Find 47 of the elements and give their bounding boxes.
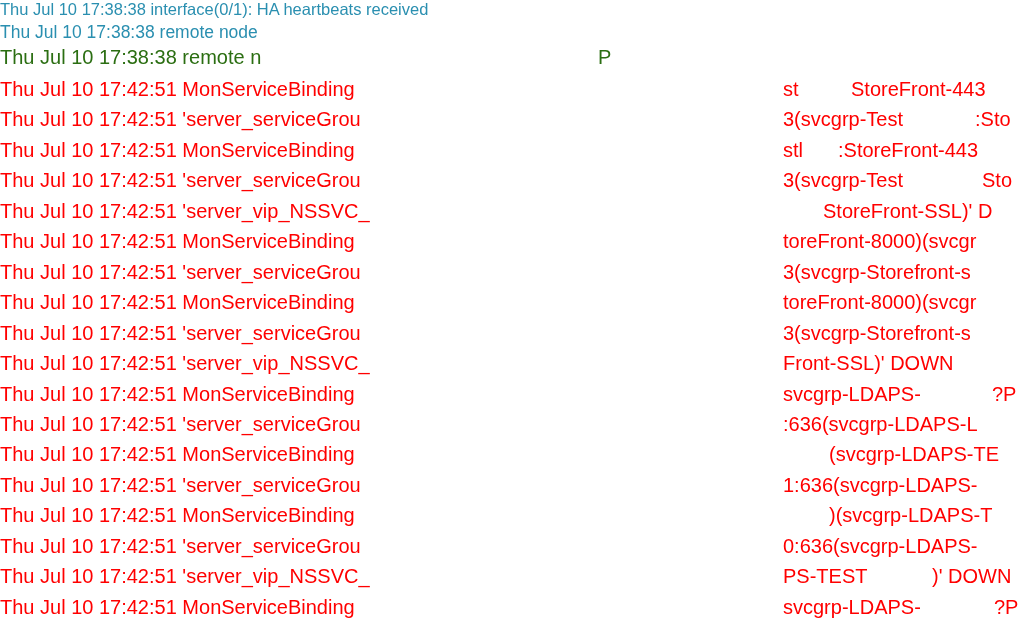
log-text: Thu Jul 10 17:42:51 MonServiceBinding	[0, 138, 355, 162]
log-text: Thu Jul 10 17:42:51 'server_vip_NSSVC_	[0, 199, 370, 223]
log-text: 1:636(svcgrp-LDAPS-	[783, 473, 978, 497]
log-text: ?P	[994, 595, 1019, 619]
log-text: svcgrp-LDAPS-	[783, 595, 921, 619]
log-text: Thu Jul 10 17:42:51 'server_serviceGrou	[0, 534, 361, 558]
log-text: 3(svcgrp-Test	[783, 108, 904, 132]
log-text: )(svcgrp-LDAPS-T	[829, 504, 993, 528]
log-text: Thu Jul 10 17:42:51 'server_serviceGrou	[0, 108, 361, 132]
log-text: Thu Jul 10 17:42:51 MonServiceBinding	[0, 443, 355, 467]
log-text: stl	[783, 138, 803, 162]
log-text: Thu Jul 10 17:42:51 'server_serviceGrou	[0, 412, 361, 436]
log-text: Thu Jul 10 17:42:51 'server_serviceGrou	[0, 260, 361, 284]
log-text: Thu Jul 10 17:42:51 MonServiceBinding	[0, 291, 355, 315]
log-text: 3(svcgrp-Storefront-s	[783, 321, 971, 345]
log-text: Thu Jul 10 17:42:51 MonServiceBinding	[0, 504, 355, 528]
log-text: Thu Jul 10 17:38:38 remote n	[0, 46, 262, 69]
log-text: (svcgrp-LDAPS-TE	[829, 443, 1000, 467]
log-text: Thu Jul 10 17:42:51 MonServiceBinding	[0, 78, 355, 101]
log-text: StoreFront-443	[851, 78, 986, 101]
log-text: st	[783, 78, 799, 101]
log-text: toreFront-8000)(svcgr	[783, 291, 977, 315]
log-text: P	[598, 46, 612, 69]
log-text: Thu Jul 10 17:42:51 'server_serviceGrou	[0, 321, 361, 345]
log-text: Thu Jul 10 17:42:51 'server_serviceGrou	[0, 473, 361, 497]
log-text: PS-TEST	[783, 565, 868, 589]
log-text: :Sto	[975, 108, 1011, 132]
log-text: 3(svcgrp-Test	[783, 169, 904, 193]
log-text: Thu Jul 10 17:42:51 'server_vip_NSSVC_	[0, 352, 370, 376]
log-text: StoreFront-SSL)' D	[823, 199, 993, 223]
log-text: Thu Jul 10 17:42:51 MonServiceBinding	[0, 382, 355, 406]
log-text: )' DOWN	[932, 565, 1012, 589]
log-text: Sto	[982, 169, 1013, 193]
log-text: :636(svcgrp-LDAPS-L	[783, 412, 978, 436]
log-text: Thu Jul 10 17:38:38 interface(0/1): HA heartbeats received	[0, 0, 429, 19]
log-text: Thu Jul 10 17:42:51 MonServiceBinding	[0, 230, 355, 254]
log-text: toreFront-8000)(svcgr	[783, 230, 977, 254]
log-text: Thu Jul 10 17:42:51 'server_vip_NSSVC_	[0, 565, 370, 589]
log-text: 3(svcgrp-Storefront-s	[783, 260, 971, 284]
log-text: Front-SSL)' DOWN	[783, 352, 954, 376]
log-text: ?P	[992, 382, 1017, 406]
log-text: svcgrp-LDAPS-	[783, 382, 921, 406]
log-text: Thu Jul 10 17:38:38 remote node	[0, 22, 258, 43]
log-text: Thu Jul 10 17:42:51 MonServiceBinding	[0, 595, 355, 619]
log-text: Thu Jul 10 17:42:51 'server_serviceGrou	[0, 169, 361, 193]
log-text: :StoreFront-443	[838, 138, 979, 162]
log-text: 0:636(svcgrp-LDAPS-	[783, 534, 978, 558]
